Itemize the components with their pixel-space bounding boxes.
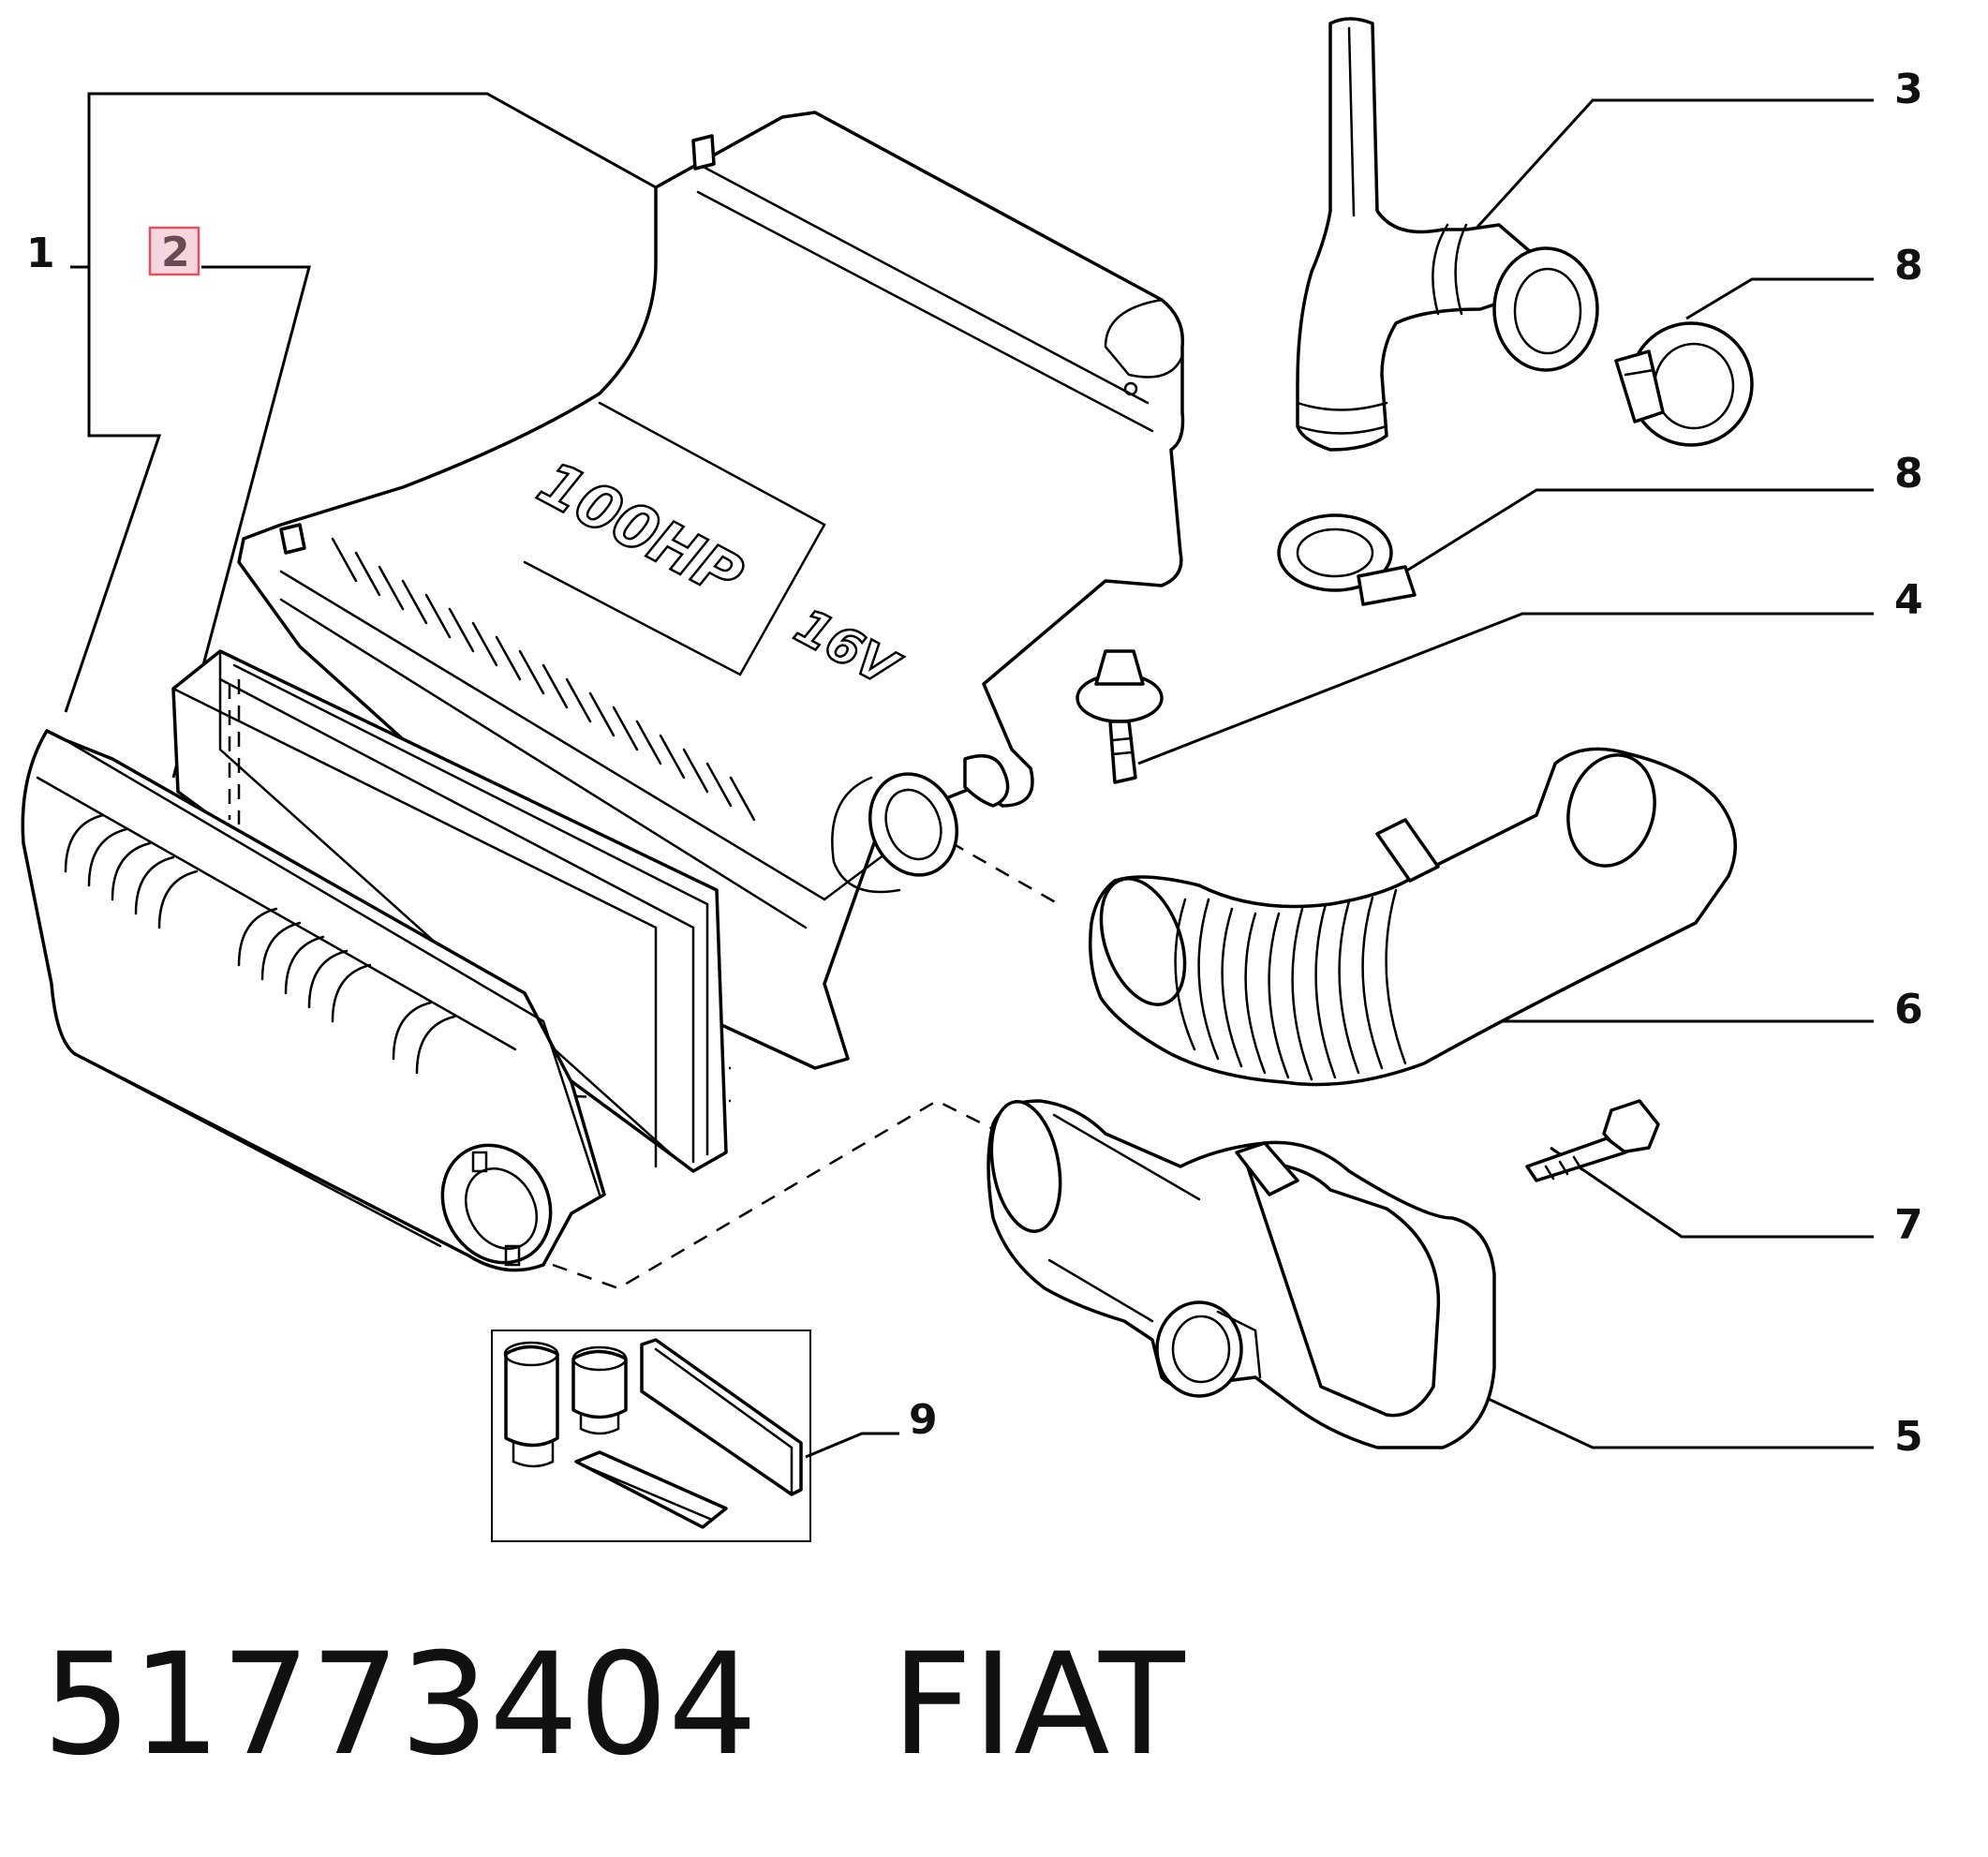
callout-1: 1 bbox=[26, 230, 55, 277]
leader-8b bbox=[1404, 488, 1874, 573]
guide-cover-to-duct bbox=[552, 1099, 994, 1290]
bolt-with-washer bbox=[1076, 649, 1164, 784]
leader-lines bbox=[64, 92, 1874, 1459]
hose-clamp-lower bbox=[1277, 513, 1417, 606]
breather-pipe-outlet bbox=[1492, 246, 1599, 372]
air-filter-cover bbox=[21, 729, 606, 1272]
hose-corrugations bbox=[1174, 888, 1407, 1081]
service-kit-box bbox=[491, 1330, 811, 1542]
housing-ribs bbox=[331, 537, 756, 822]
intake-duct bbox=[987, 1099, 1496, 1449]
cover-inlet-port bbox=[440, 1143, 553, 1265]
callout-2: 2 bbox=[161, 229, 190, 276]
callout-numbers: 1 2 3 8 8 4 6 7 5 9 bbox=[26, 66, 1923, 1461]
oil-filter-short bbox=[571, 1345, 628, 1435]
callout-5: 5 bbox=[1894, 1413, 1923, 1461]
callout-6: 6 bbox=[1894, 986, 1923, 1033]
leader-1-top bbox=[87, 92, 657, 267]
callout-8-lower: 8 bbox=[1894, 450, 1923, 498]
leader-2 bbox=[171, 265, 311, 779]
callout-7: 7 bbox=[1894, 1201, 1923, 1249]
callout-3: 3 bbox=[1894, 66, 1923, 113]
kit-cabin-filter bbox=[574, 1450, 728, 1529]
callout-4: 4 bbox=[1894, 576, 1923, 624]
part-number: 51773404 bbox=[42, 1624, 758, 1787]
corrugated-intake-hose bbox=[1089, 747, 1737, 1087]
callout-9: 9 bbox=[909, 1396, 938, 1444]
leader-1-bottom bbox=[64, 267, 162, 713]
cover-ribs bbox=[64, 813, 456, 1075]
leader-5 bbox=[1451, 1380, 1874, 1449]
hose-clamp-upper bbox=[1614, 321, 1754, 447]
leader-8a bbox=[1685, 277, 1874, 320]
hose-outlet-end bbox=[1566, 753, 1656, 868]
duct-inlet-end bbox=[989, 1100, 1062, 1233]
kit-air-filter bbox=[640, 1338, 803, 1496]
part-reference-footer: 51773404 FIAT bbox=[42, 1635, 1185, 1775]
leader-4 bbox=[1137, 612, 1874, 765]
air-filter-housing: 100HP 16V bbox=[237, 111, 1185, 1070]
brand-name: FIAT bbox=[891, 1624, 1185, 1787]
air-filter-element bbox=[171, 649, 728, 1173]
hose-side-nipple bbox=[1375, 818, 1440, 883]
flange-bolt bbox=[1525, 1099, 1660, 1182]
leader-9 bbox=[805, 1432, 899, 1459]
leader-3 bbox=[1469, 98, 1874, 236]
leader-7 bbox=[1550, 1146, 1874, 1239]
callout-2-highlight bbox=[148, 226, 200, 276]
oil-filter-tall bbox=[503, 1341, 559, 1468]
breather-pipe bbox=[1296, 17, 1599, 452]
callout-8-upper: 8 bbox=[1894, 242, 1923, 290]
